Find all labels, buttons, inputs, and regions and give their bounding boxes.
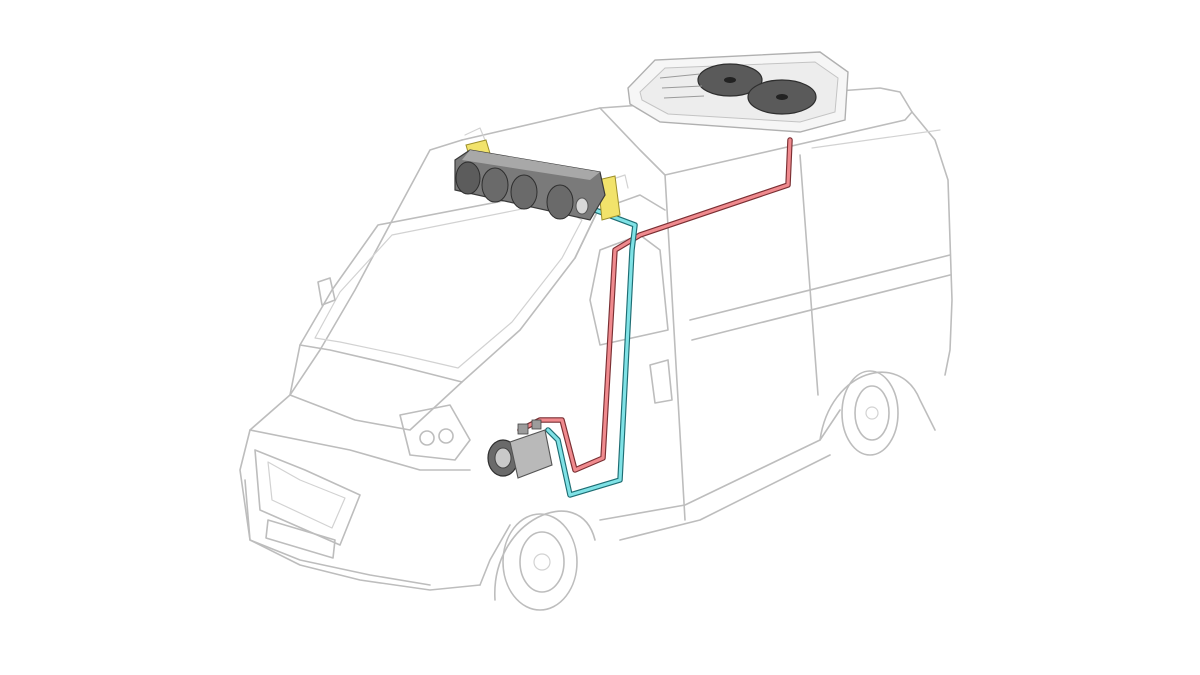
windshield-inner bbox=[314, 202, 583, 369]
refrigerant-discharge-line bbox=[517, 137, 793, 473]
rear-wheel bbox=[841, 370, 899, 456]
van-body bbox=[239, 87, 953, 611]
rear-wheel-center bbox=[865, 406, 879, 420]
rear-roof-line bbox=[811, 129, 941, 149]
front-wheel-arch-left bbox=[479, 524, 511, 586]
headlight-lamp-1 bbox=[419, 430, 435, 446]
evaporator-top-face bbox=[462, 150, 600, 180]
fan-hub-left bbox=[724, 77, 736, 83]
refrigerant-suction-line bbox=[545, 207, 638, 498]
front-wheel bbox=[502, 513, 578, 611]
windshield-pillar-left bbox=[289, 139, 463, 396]
headlight bbox=[399, 404, 471, 461]
blower-4 bbox=[546, 184, 574, 220]
roof-clip-front bbox=[464, 127, 486, 141]
sill-line bbox=[599, 409, 841, 521]
rear-wheel-hub bbox=[854, 385, 890, 441]
side-mirror bbox=[317, 277, 336, 306]
engine-compressor bbox=[487, 419, 553, 479]
door-handle bbox=[649, 359, 673, 404]
grille-inner bbox=[267, 461, 346, 529]
condenser-grille-slats bbox=[659, 73, 705, 99]
b-pillar bbox=[664, 174, 686, 521]
hood-lower-edge bbox=[249, 429, 471, 471]
sill-line-lower bbox=[619, 454, 831, 541]
front-wheel-center bbox=[533, 553, 551, 571]
roof-condenser-unit bbox=[627, 51, 849, 133]
side-crease-lower bbox=[691, 274, 951, 341]
rear-wheel-arch bbox=[819, 371, 936, 441]
blower-1 bbox=[455, 161, 481, 195]
fan-hub-right bbox=[776, 94, 788, 100]
side-crease-upper bbox=[689, 254, 951, 321]
roof-edge bbox=[461, 87, 913, 141]
compressor-fitting-1 bbox=[517, 423, 529, 435]
front-wheel-hub bbox=[519, 531, 565, 593]
headlight-lamp-2 bbox=[438, 428, 454, 444]
compressor-body bbox=[509, 429, 553, 479]
a-pillar-right bbox=[574, 194, 666, 259]
licence-plate bbox=[265, 519, 336, 559]
side-panel-seam bbox=[799, 154, 819, 396]
front-wheel-arch bbox=[494, 510, 596, 601]
front-bumper-outline bbox=[239, 394, 481, 591]
compressor-fitting-2 bbox=[531, 419, 542, 430]
expansion-valve bbox=[575, 197, 589, 215]
grille bbox=[254, 449, 361, 546]
compressor-pulley-hub bbox=[494, 447, 512, 469]
cabin-evaporator-blower-unit bbox=[454, 139, 621, 221]
rear-corner bbox=[911, 111, 953, 376]
hood-front-edge bbox=[289, 344, 463, 431]
blower-3 bbox=[510, 174, 538, 210]
bumper-lower bbox=[244, 479, 431, 586]
blower-2 bbox=[481, 167, 509, 203]
